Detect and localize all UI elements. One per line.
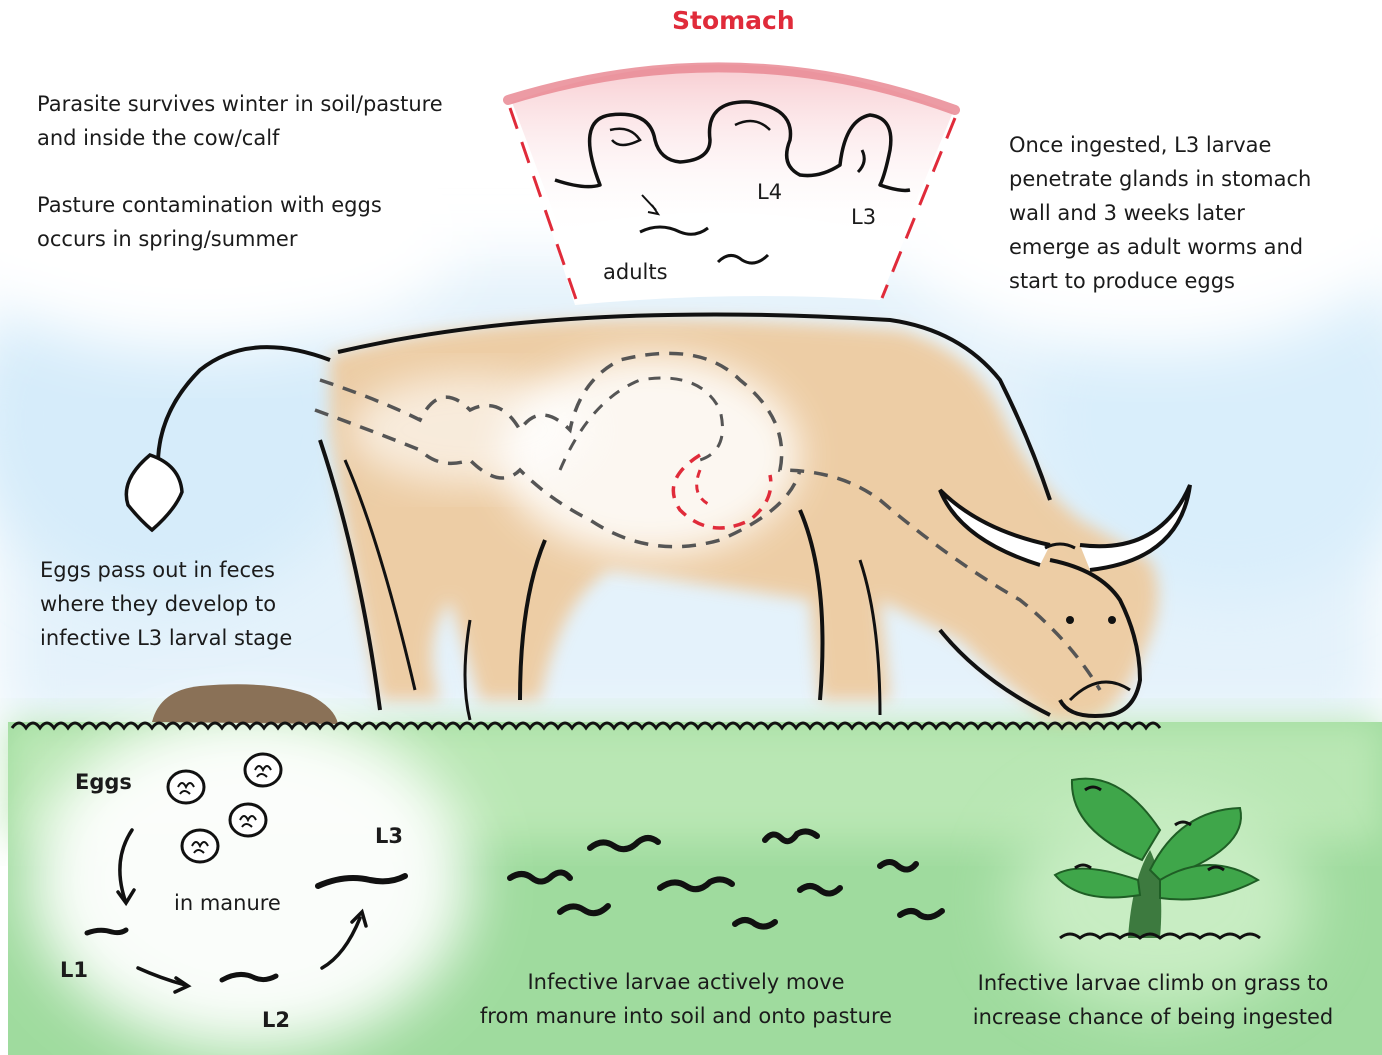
overwinter-text: Parasite survives winter in soil/pasture…	[37, 87, 443, 155]
ingestion-line-3: wall and 3 weeks later	[1009, 196, 1311, 230]
grass-climb-text: Infective larvae climb on grass to incre…	[958, 966, 1348, 1034]
l3-label: L3	[375, 824, 403, 848]
stomach-inset	[508, 63, 955, 305]
ingestion-line-4: emerge as adult worms and	[1009, 230, 1311, 264]
stomach-label-l4: L4	[757, 180, 782, 204]
feces-line-2: where they develop to	[40, 587, 292, 621]
ingestion-line-5: start to produce eggs	[1009, 264, 1311, 298]
overwinter-line-2: and inside the cow/calf	[37, 121, 443, 155]
in-manure-label: in manure	[174, 891, 281, 915]
stomach-label-adults: adults	[603, 260, 668, 284]
feces-line-1: Eggs pass out in feces	[40, 553, 292, 587]
ingestion-line-1: Once ingested, L3 larvae	[1009, 128, 1311, 162]
stomach-label-l3: L3	[851, 205, 876, 229]
feces-line-3: infective L3 larval stage	[40, 621, 292, 655]
contamination-line-2: occurs in spring/summer	[37, 222, 382, 256]
contamination-line-1: Pasture contamination with eggs	[37, 188, 382, 222]
stomach-title: Stomach	[672, 6, 795, 35]
pasture-text: Infective larvae actively move from manu…	[460, 965, 912, 1033]
feces-text: Eggs pass out in feces where they develo…	[40, 553, 292, 655]
overwinter-line-1: Parasite survives winter in soil/pasture	[37, 87, 443, 121]
ingestion-line-2: penetrate glands in stomach	[1009, 162, 1311, 196]
pasture-line-2: from manure into soil and onto pasture	[460, 999, 912, 1033]
grass-climb-line-1: Infective larvae climb on grass to	[958, 966, 1348, 1000]
eggs-label: Eggs	[75, 770, 132, 794]
pasture-line-1: Infective larvae actively move	[460, 965, 912, 999]
l2-label: L2	[262, 1008, 290, 1032]
contamination-text: Pasture contamination with eggs occurs i…	[37, 188, 382, 256]
grass-climb-line-2: increase chance of being ingested	[958, 1000, 1348, 1034]
ingestion-text: Once ingested, L3 larvae penetrate gland…	[1009, 128, 1311, 298]
l1-label: L1	[60, 958, 88, 982]
